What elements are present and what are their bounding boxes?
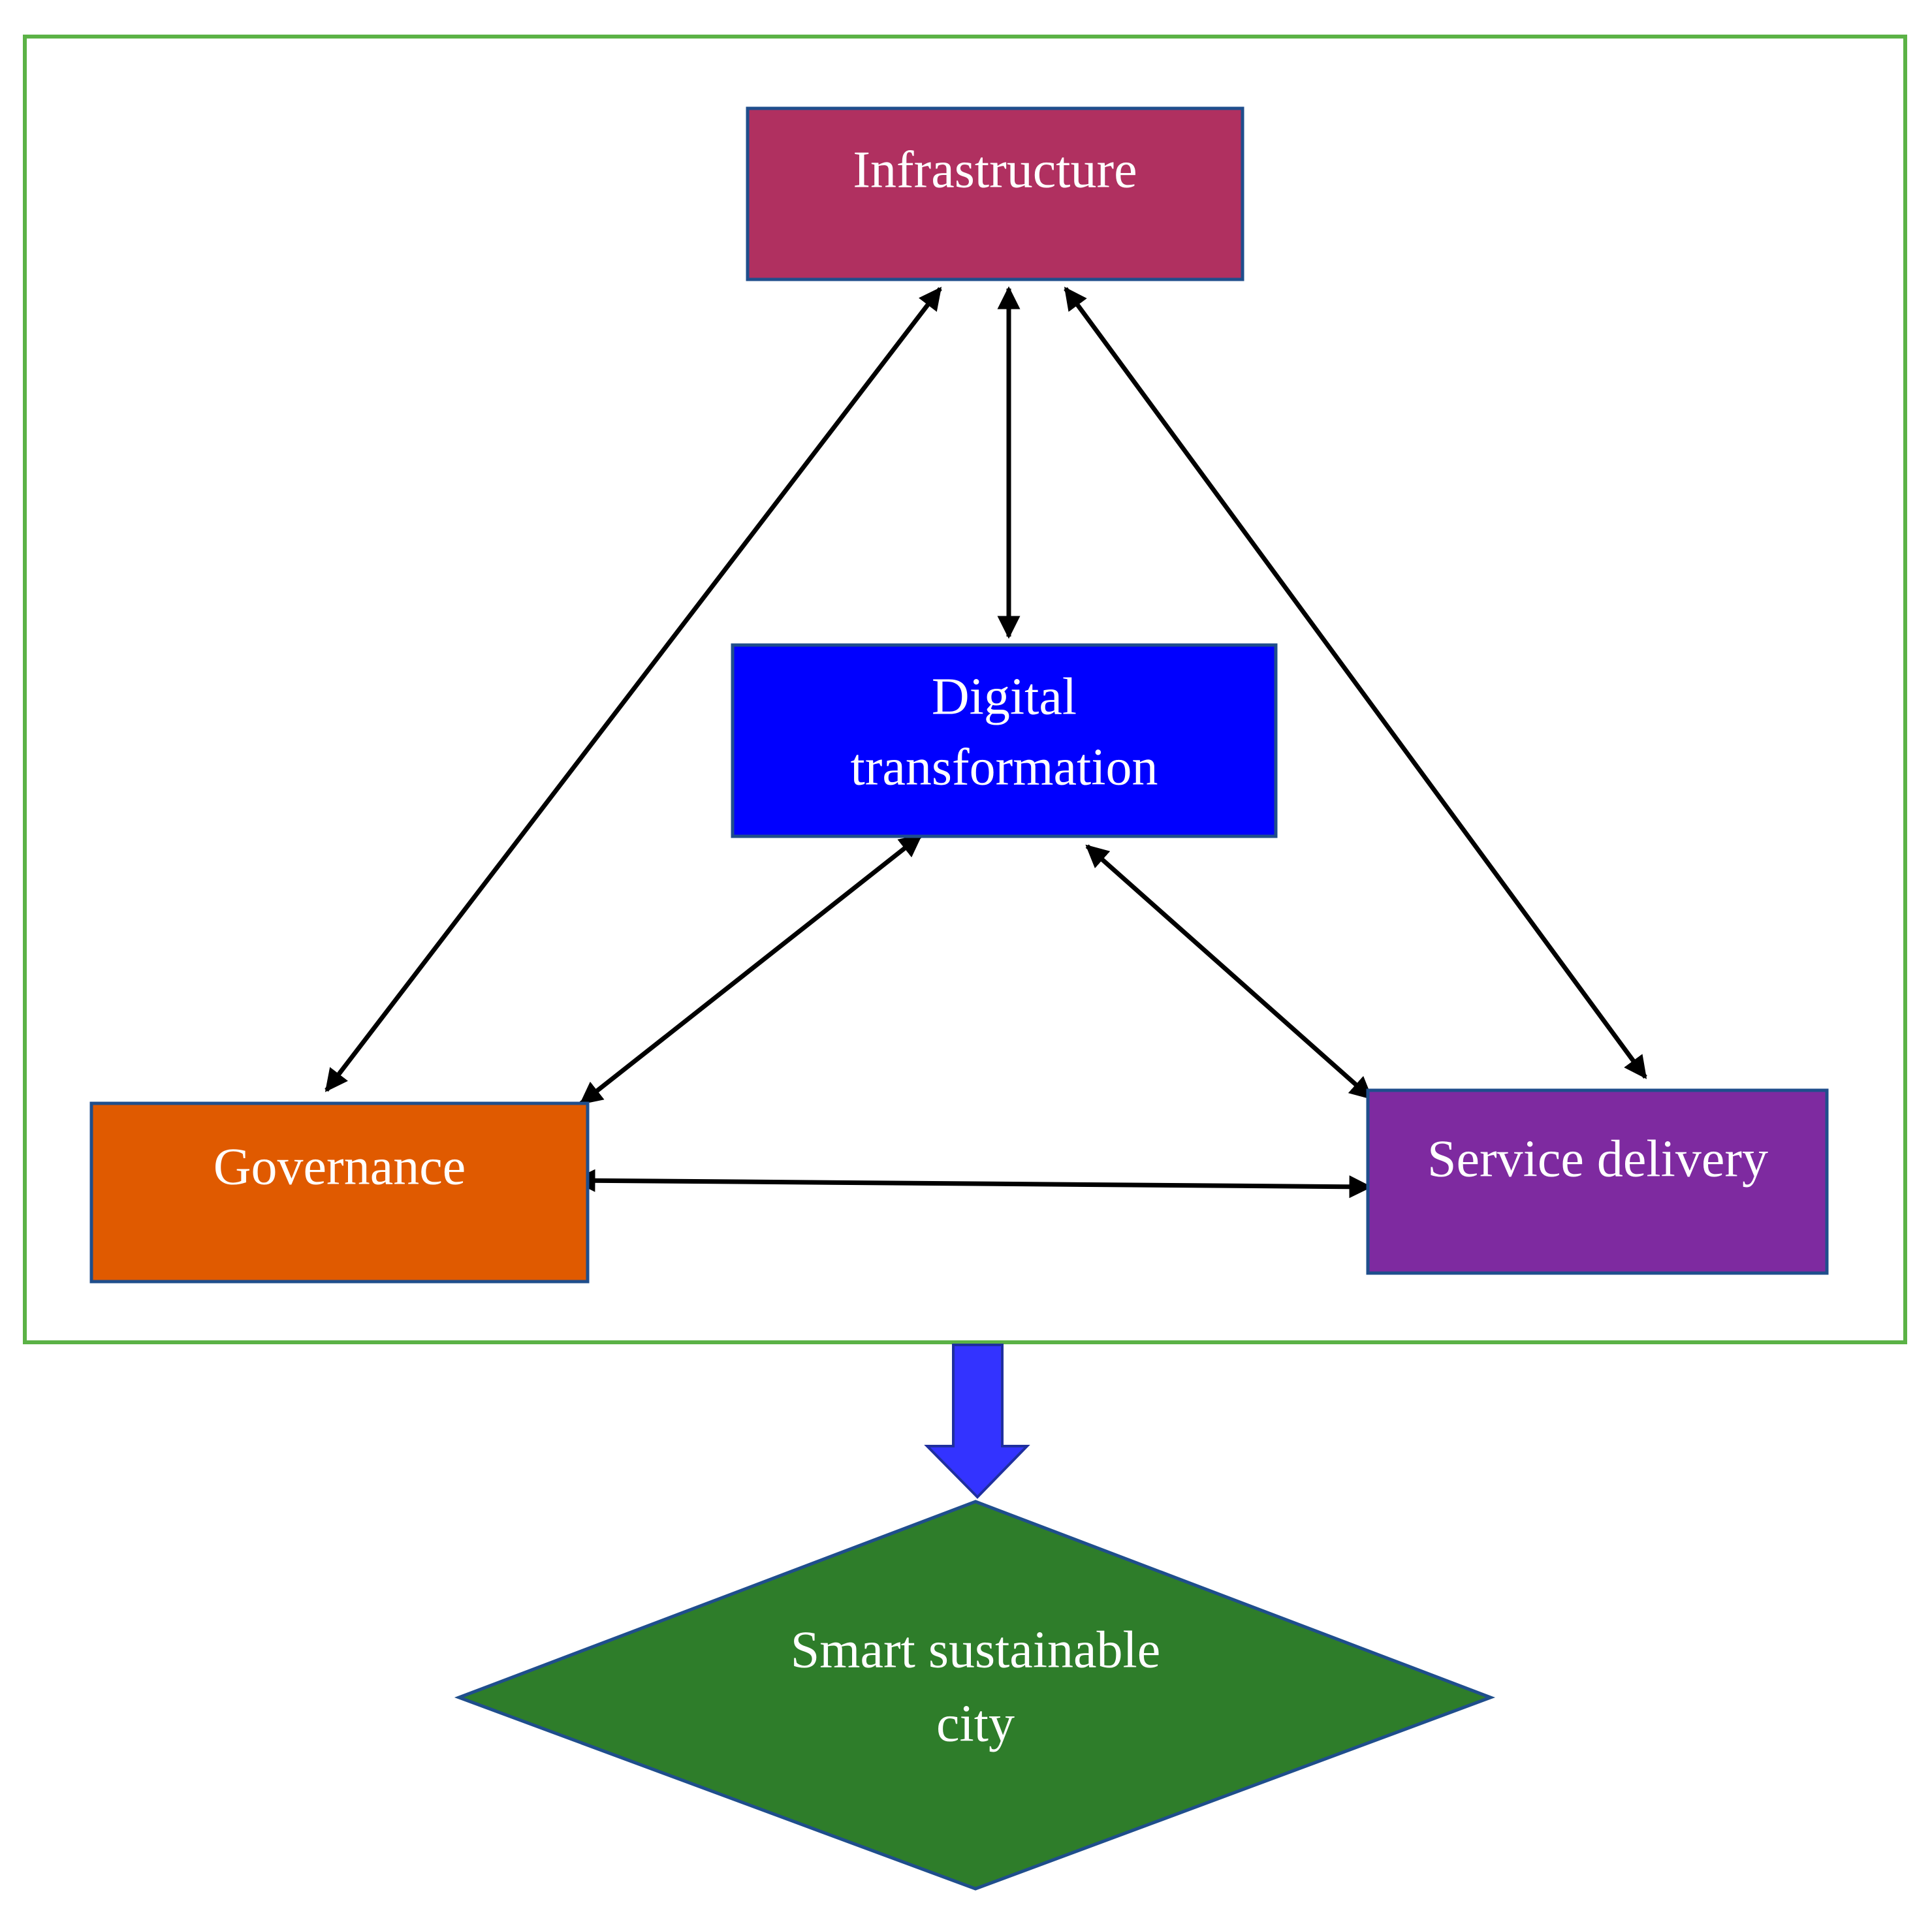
governance-box (89, 1101, 590, 1284)
governance-label: Governance (214, 1138, 466, 1195)
framework-frame (23, 35, 1907, 1344)
connector-digital-transformation-service-delivery (1085, 844, 1373, 1100)
connector-governance-service-delivery (572, 1169, 1372, 1199)
service-delivery-node: Service delivery (1366, 1088, 1829, 1275)
digital-transformation-label-line1: Digital (932, 668, 1077, 725)
connector-digital-transformation-governance (579, 834, 923, 1105)
smart-city-label-line1: Smart sustainable (791, 1621, 1161, 1679)
smart-city-label-line2: city (936, 1695, 1015, 1752)
digital-transformation-label-line2: transformation (851, 738, 1158, 796)
output-arrow (924, 1344, 1030, 1499)
infrastructure-node: Infrastructure (746, 106, 1244, 281)
digital-transformation-box (731, 643, 1278, 838)
service-delivery-label: Service delivery (1427, 1130, 1768, 1188)
smart-city-node: Smart sustainable city (454, 1500, 1496, 1891)
governance-node: Governance (89, 1101, 590, 1284)
connector-infrastructure-governance (325, 287, 942, 1092)
smart-city-diamond (454, 1500, 1496, 1891)
digital-transformation-node: Digital transformation (731, 643, 1278, 838)
infrastructure-box (746, 106, 1244, 281)
connector-infrastructure-service-delivery (1064, 287, 1647, 1079)
connectors (325, 286, 1647, 1199)
service-delivery-box (1366, 1088, 1829, 1275)
infrastructure-label: Infrastructure (853, 141, 1137, 198)
